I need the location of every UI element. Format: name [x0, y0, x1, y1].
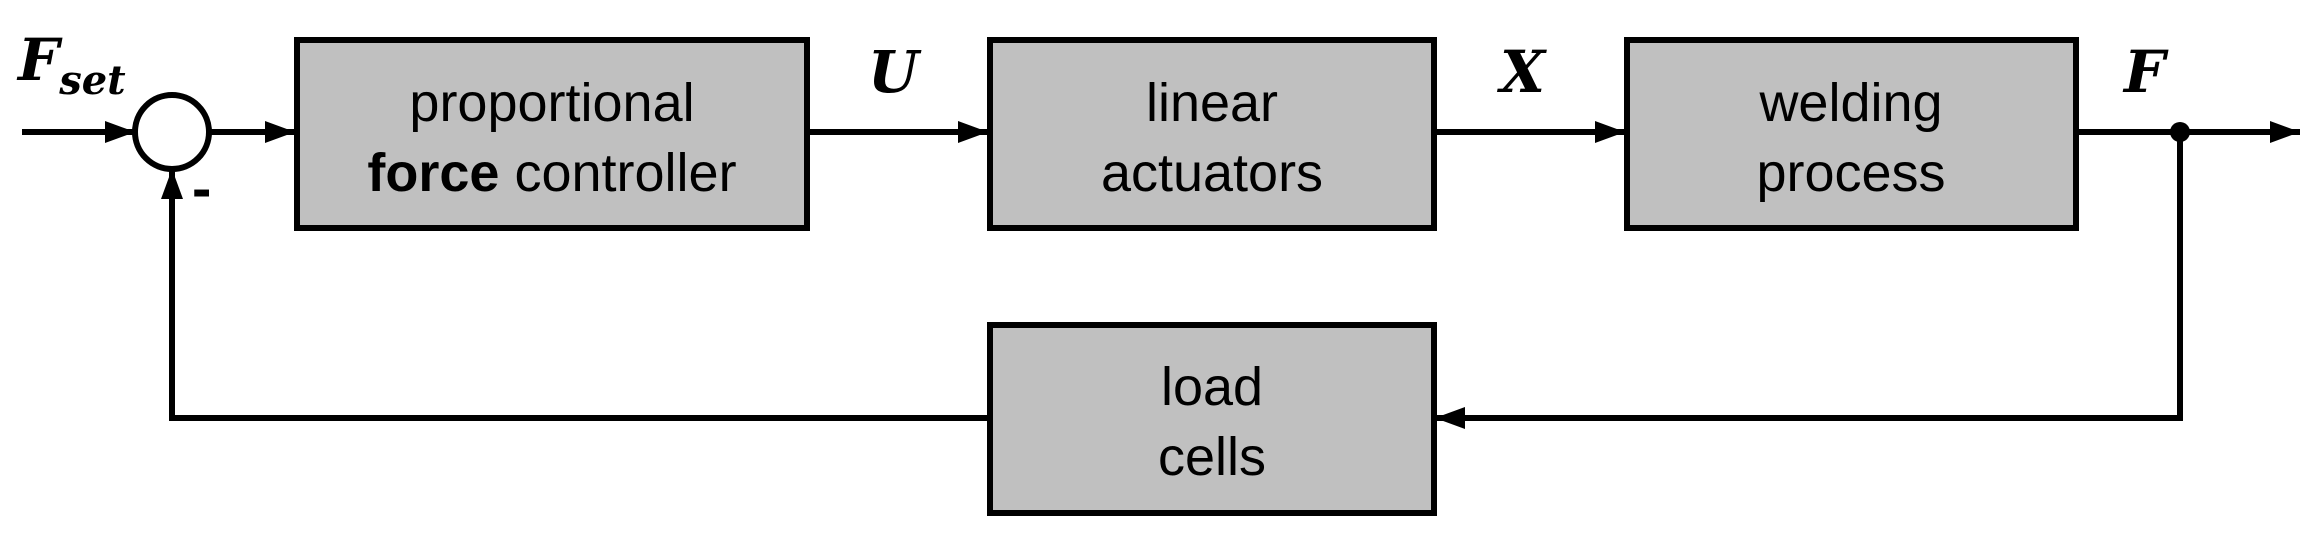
controller-label-rest: controller: [499, 143, 736, 203]
controller-label-line1: proportional: [409, 73, 694, 133]
welding-process-block: welding process: [1624, 37, 2079, 231]
setpoint-label-main: F: [16, 26, 63, 94]
feedback-down-line: [1435, 132, 2183, 429]
controller-label-line2: force controller: [367, 143, 736, 203]
linear-actuators-block: linear actuators: [987, 37, 1437, 231]
process-label-line1: welding: [1758, 73, 1942, 133]
sensor-label-line2: cells: [1158, 427, 1266, 487]
signal-label-f: F: [2122, 38, 2169, 106]
signal-label-u: U: [868, 38, 922, 106]
setpoint-label: Fset: [16, 26, 126, 104]
controller-label-bold: force: [367, 143, 499, 203]
signal-label-x: X: [1496, 38, 1547, 106]
setpoint-label-subscript: set: [58, 57, 126, 104]
actuators-label-line1: linear: [1146, 73, 1278, 133]
summing-minus-sign: -: [192, 156, 211, 221]
feedback-return-line: [161, 169, 990, 421]
actuators-label-line2: actuators: [1101, 143, 1323, 203]
load-cells-block: load cells: [987, 322, 1437, 516]
process-label-line2: process: [1756, 143, 1945, 203]
sensor-label-line1: load: [1161, 357, 1263, 417]
proportional-force-controller-block: proportional force controller: [294, 37, 810, 231]
